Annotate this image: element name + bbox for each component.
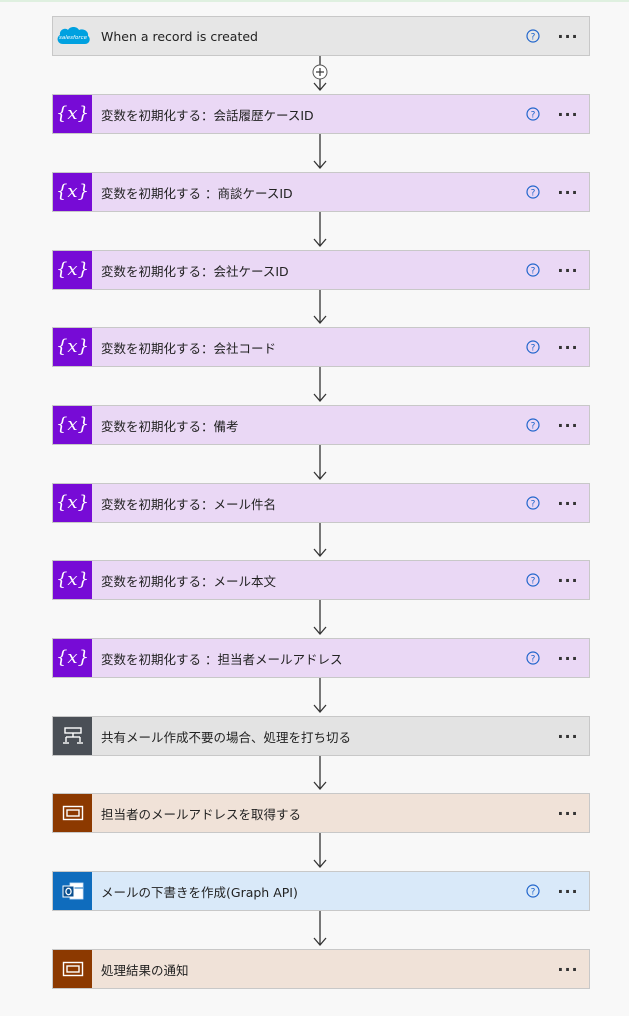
more-options-icon[interactable]: ··· [557,570,579,590]
more-options-icon[interactable]: ··· [557,493,579,513]
scope-icon [53,950,92,988]
more-options-icon[interactable]: ··· [557,881,579,901]
flow-step-init-variable[interactable]: {x} 変数を初期化する：会話履歴ケースID ? ··· [52,94,590,134]
top-strip [0,0,629,2]
step-label: 処理結果の通知 [101,962,189,978]
svg-text:?: ? [531,500,536,510]
step-label: When a record is created [101,28,258,44]
help-icon[interactable]: ? [524,643,542,673]
help-icon[interactable]: ? [524,99,542,129]
scope-icon [53,794,92,832]
flow-step-trigger[interactable]: salesforce When a record is created ? ··… [52,16,590,56]
more-options-icon[interactable]: ··· [557,337,579,357]
variable-icon: {x} [53,251,92,289]
help-icon[interactable]: ? [524,488,542,518]
more-options-icon[interactable]: ··· [557,26,579,46]
step-label: 変数を初期化する：メール本文 [101,573,277,589]
help-icon[interactable]: ? [524,332,542,362]
more-options-icon[interactable]: ··· [557,803,579,823]
more-options-icon[interactable]: ··· [557,182,579,202]
variable-icon: {x} [53,561,92,599]
variable-icon: {x} [53,173,92,211]
connector-arrow [313,678,327,713]
flow-step-init-variable[interactable]: {x} 変数を初期化する：メール件名 ? ··· [52,483,590,523]
svg-text:salesforce: salesforce [59,35,88,41]
connector-arrow [313,523,327,557]
more-options-icon[interactable]: ··· [557,415,579,435]
svg-text:?: ? [531,655,536,665]
more-options-icon[interactable]: ··· [557,726,579,746]
salesforce-icon: salesforce [53,17,92,55]
variable-icon: {x} [53,95,92,133]
help-icon[interactable]: ? [524,876,542,906]
svg-text:?: ? [531,422,536,432]
svg-text:?: ? [531,888,536,898]
flow-step-outlook[interactable]: メールの下書きを作成(Graph API) ? ··· [52,871,590,911]
flow-step-scope[interactable]: 担当者のメールアドレスを取得する ··· [52,793,590,833]
more-options-icon[interactable]: ··· [557,104,579,124]
connector-arrow [313,134,327,169]
condition-icon [53,717,92,755]
connector-arrow [313,367,327,402]
help-icon[interactable]: ? [524,21,542,51]
step-label: 変数を初期化する ：担当者メールアドレス [101,651,343,667]
flow-step-init-variable[interactable]: {x} 変数を初期化する：備考 ? ··· [52,405,590,445]
variable-icon: {x} [53,406,92,444]
step-label: メールの下書きを作成(Graph API) [101,884,298,900]
connector-arrow [313,600,327,635]
step-label: 変数を初期化する：メール件名 [101,496,277,512]
variable-icon: {x} [53,484,92,522]
flow-step-init-variable[interactable]: {x} 変数を初期化する：メール本文 ? ··· [52,560,590,600]
step-label: 変数を初期化する：会話履歴ケースID [101,107,314,123]
svg-text:?: ? [531,33,536,43]
flow-step-init-variable[interactable]: {x} 変数を初期化する ：商談ケースID ? ··· [52,172,590,212]
svg-text:?: ? [531,189,536,199]
connector-arrow [313,833,327,868]
svg-text:?: ? [531,344,536,354]
step-label: 変数を初期化する：会社ケースID [101,263,289,279]
variable-icon: {x} [53,328,92,366]
connector-arrow [313,212,327,247]
help-icon[interactable]: ? [524,177,542,207]
help-icon[interactable]: ? [524,565,542,595]
svg-text:?: ? [531,577,536,587]
outlook-icon [53,872,92,910]
flow-step-condition[interactable]: 共有メール作成不要の場合、処理を打ち切る ··· [52,716,590,756]
svg-text:?: ? [531,267,536,277]
step-label: 変数を初期化する：会社コード [101,340,277,356]
connector-arrow [312,56,328,91]
connector-arrow [313,290,327,324]
flow-step-scope[interactable]: 処理結果の通知 ··· [52,949,590,989]
more-options-icon[interactable]: ··· [557,260,579,280]
more-options-icon[interactable]: ··· [557,959,579,979]
connector-arrow [313,911,327,946]
connector-arrow [313,445,327,480]
flow-step-init-variable[interactable]: {x} 変数を初期化する：会社ケースID ? ··· [52,250,590,290]
step-label: 共有メール作成不要の場合、処理を打ち切る [101,729,352,745]
variable-icon: {x} [53,639,92,677]
connector-arrow [313,756,327,790]
step-label: 変数を初期化する ：商談ケースID [101,185,293,201]
step-label: 担当者のメールアドレスを取得する [101,806,302,822]
flow-step-init-variable[interactable]: {x} 変数を初期化する：会社コード ? ··· [52,327,590,367]
help-icon[interactable]: ? [524,255,542,285]
step-label: 変数を初期化する：備考 [101,418,239,434]
svg-text:?: ? [531,111,536,121]
help-icon[interactable]: ? [524,410,542,440]
more-options-icon[interactable]: ··· [557,648,579,668]
flow-step-init-variable[interactable]: {x} 変数を初期化する ：担当者メールアドレス ? ··· [52,638,590,678]
